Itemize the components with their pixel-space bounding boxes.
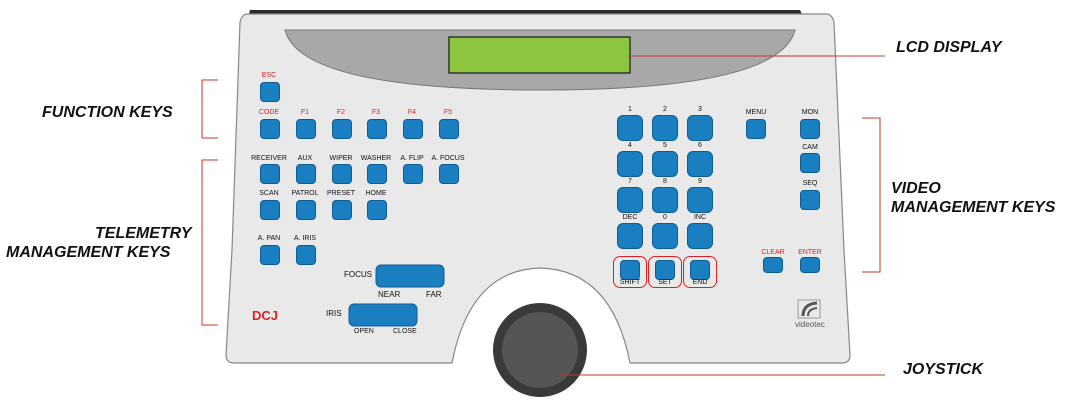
cam-key[interactable] xyxy=(800,153,820,173)
callout-video-line2: MANAGEMENT KEYS xyxy=(891,198,1055,217)
home-key[interactable] xyxy=(367,200,387,220)
enter-key[interactable] xyxy=(800,257,820,273)
mon-key[interactable] xyxy=(800,119,820,139)
key-3[interactable] xyxy=(687,115,713,141)
seq-label: SEQ xyxy=(787,180,833,188)
seq-key[interactable] xyxy=(800,190,820,210)
key-2[interactable] xyxy=(652,115,678,141)
near-label: NEAR xyxy=(378,290,400,299)
preset-key[interactable] xyxy=(332,200,352,220)
end-label: END xyxy=(677,279,723,287)
f4-key[interactable] xyxy=(403,119,423,139)
key-8[interactable] xyxy=(652,187,678,213)
patrol-key[interactable] xyxy=(296,200,316,220)
close-label: CLOSE xyxy=(393,328,417,335)
menu-label: MENU xyxy=(733,109,779,117)
lcd-display xyxy=(449,37,630,73)
enter-label: ENTER xyxy=(787,249,833,257)
focus-rocker[interactable] xyxy=(376,265,444,287)
shift-key[interactable] xyxy=(620,260,640,280)
airis-key[interactable] xyxy=(296,245,316,265)
f5-label: F5 xyxy=(425,109,471,117)
mon-label: MON xyxy=(787,109,833,117)
focus-label: FOCUS xyxy=(344,270,372,279)
cam-label: CAM xyxy=(787,144,833,152)
afocus-key[interactable] xyxy=(439,164,459,184)
callout-telemetry-line1: TELEMETRY xyxy=(95,224,192,243)
key-4[interactable] xyxy=(617,151,643,177)
home-label: HOME xyxy=(353,190,399,198)
esc-label: ESC xyxy=(246,72,292,80)
key-5[interactable] xyxy=(652,151,678,177)
f5-key[interactable] xyxy=(439,119,459,139)
set-key[interactable] xyxy=(655,260,675,280)
clear-key[interactable] xyxy=(763,257,783,273)
iris-rocker[interactable] xyxy=(349,304,417,326)
receiver-key[interactable] xyxy=(260,164,280,184)
apan-key[interactable] xyxy=(260,245,280,265)
scan-key[interactable] xyxy=(260,200,280,220)
callout-telemetry-line2: MANAGEMENT KEYS xyxy=(6,243,170,262)
callout-joystick: JOYSTICK xyxy=(903,360,983,379)
end-key[interactable] xyxy=(690,260,710,280)
airis-label: A. IRIS xyxy=(282,235,328,243)
aux-key[interactable] xyxy=(296,164,316,184)
videotec-logo-icon xyxy=(798,300,820,318)
joystick-knob[interactable] xyxy=(502,312,578,388)
washer-key[interactable] xyxy=(367,164,387,184)
inc-key[interactable] xyxy=(687,223,713,249)
f3-key[interactable] xyxy=(367,119,387,139)
key-6-label: 6 xyxy=(677,142,723,150)
esc-key[interactable] xyxy=(260,82,280,102)
key-6[interactable] xyxy=(687,151,713,177)
dcj-brand: DCJ xyxy=(252,308,278,323)
inc-label: INC xyxy=(677,214,723,222)
callout-function-keys: FUNCTION KEYS xyxy=(42,103,173,122)
menu-key[interactable] xyxy=(746,119,766,139)
dec-key[interactable] xyxy=(617,223,643,249)
far-label: FAR xyxy=(426,290,442,299)
key-3-label: 3 xyxy=(677,106,723,114)
key-0[interactable] xyxy=(652,223,678,249)
iris-label: IRIS xyxy=(326,309,342,318)
aflip-key[interactable] xyxy=(403,164,423,184)
wiper-key[interactable] xyxy=(332,164,352,184)
key-1[interactable] xyxy=(617,115,643,141)
code-key[interactable] xyxy=(260,119,280,139)
open-label: OPEN xyxy=(354,328,374,335)
f1-key[interactable] xyxy=(296,119,316,139)
callout-lcd-display: LCD DISPLAY xyxy=(896,38,1001,57)
f2-key[interactable] xyxy=(332,119,352,139)
afocus-label: A. FOCUS xyxy=(425,155,471,163)
videotec-logo-text: videotec xyxy=(795,320,825,329)
callout-video-line1: VIDEO xyxy=(891,179,941,198)
key-9[interactable] xyxy=(687,187,713,213)
key-9-label: 9 xyxy=(677,178,723,186)
key-7[interactable] xyxy=(617,187,643,213)
